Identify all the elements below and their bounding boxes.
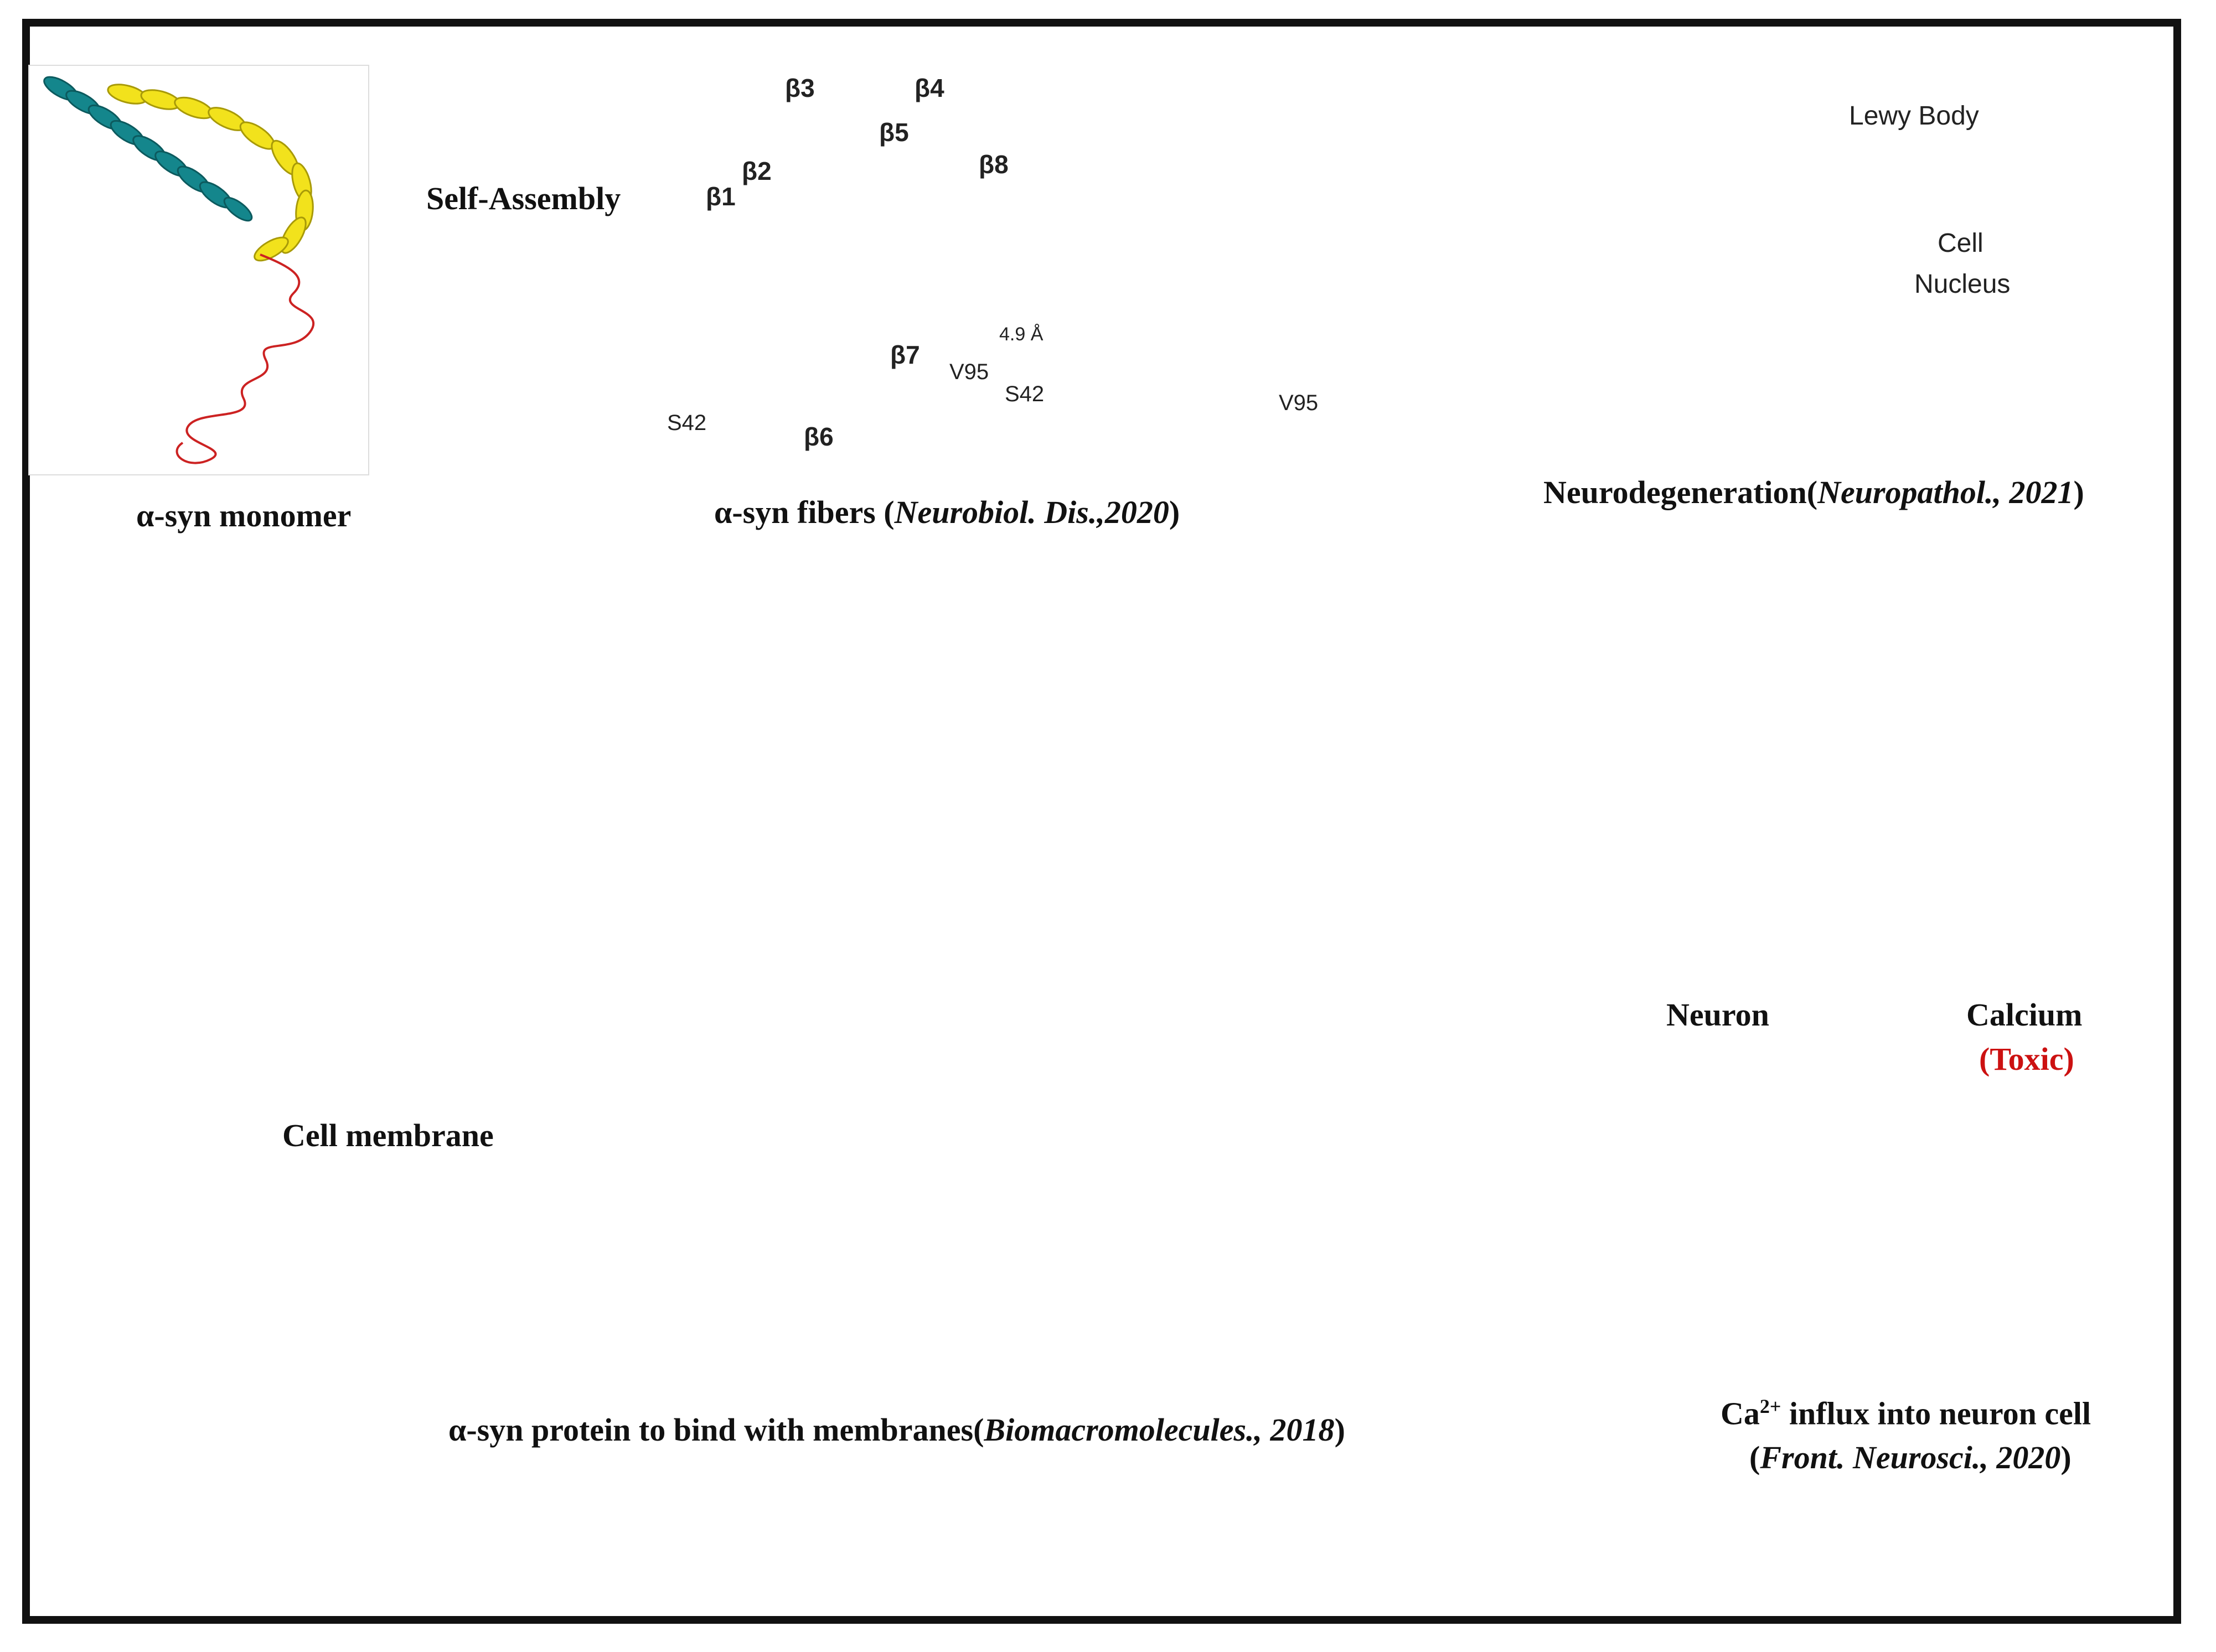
nucleus-label: Nucleus	[1914, 270, 2011, 299]
neuro-caption-suffix: )	[2073, 474, 2084, 510]
monomer-caption: α-syn monomer	[136, 498, 352, 534]
cell-membrane-label: Cell membrane	[282, 1117, 494, 1153]
residue-v95-left: V95	[949, 360, 989, 384]
neuron-caption-line1: Ca2+ influx into neuron cell	[1721, 1395, 2091, 1432]
neuron-label: Neuron	[1666, 997, 1769, 1033]
neuro-caption-ref: Neuropathol., 2021	[1817, 474, 2074, 510]
cell-label: Cell	[1938, 229, 1983, 258]
strand-b1-label: β1	[706, 182, 736, 211]
self-assembly-label: Self-Assembly	[426, 180, 621, 216]
strand-b4-label: β4	[915, 74, 944, 102]
fibers-caption-suffix: )	[1169, 494, 1180, 530]
membrane-caption-prefix: α-syn protein to bind with membranes(	[448, 1412, 984, 1448]
strand-b2-label: β2	[742, 157, 772, 185]
strand-b3-label: β3	[785, 74, 815, 102]
strand-b6-label: β6	[804, 422, 834, 451]
residue-s42-left: S42	[667, 411, 707, 435]
neuron-caption2-ref: Front. Neurosci., 2020	[1760, 1439, 2061, 1475]
neuron-caption-line2: (Front. Neurosci., 2020)	[1749, 1439, 2072, 1476]
strand-b8-label: β8	[979, 150, 1009, 179]
monomer-structure	[28, 65, 369, 475]
neuron-caption-rest: influx into neuron cell	[1781, 1395, 2091, 1432]
neuron-caption-ca: Ca	[1721, 1395, 1760, 1432]
residue-v95-right: V95	[1279, 391, 1319, 415]
neuron-caption-sup: 2+	[1759, 1395, 1781, 1417]
neuro-caption: Neurodegeneration(Neuropathol., 2021)	[1543, 474, 2084, 511]
residue-s42-right: S42	[1005, 382, 1045, 406]
membrane-caption-suffix: )	[1334, 1412, 1345, 1448]
fibers-caption: α-syn fibers (Neurobiol. Dis.,2020)	[714, 494, 1180, 531]
strand-b5-label: β5	[879, 118, 909, 147]
spacing-label: 4.9 Å	[999, 324, 1044, 345]
lewy-body-label: Lewy Body	[1849, 101, 1979, 131]
fibers-caption-ref: Neurobiol. Dis.,2020	[894, 494, 1169, 530]
figure-frame	[22, 19, 2181, 1624]
calcium-label: Calcium	[1966, 997, 2083, 1033]
neuron-caption2-suffix: )	[2060, 1439, 2072, 1475]
neuron-caption2-prefix: (	[1749, 1439, 1760, 1475]
membrane-caption: α-syn protein to bind with membranes(Bio…	[448, 1411, 1345, 1448]
neuro-caption-prefix: Neurodegeneration(	[1543, 474, 1818, 510]
membrane-caption-ref: Biomacromolecules., 2018	[984, 1412, 1335, 1448]
fibers-caption-prefix: α-syn fibers (	[714, 494, 895, 530]
strand-b7-label: β7	[890, 340, 920, 369]
toxic-label: (Toxic)	[1979, 1041, 2074, 1077]
